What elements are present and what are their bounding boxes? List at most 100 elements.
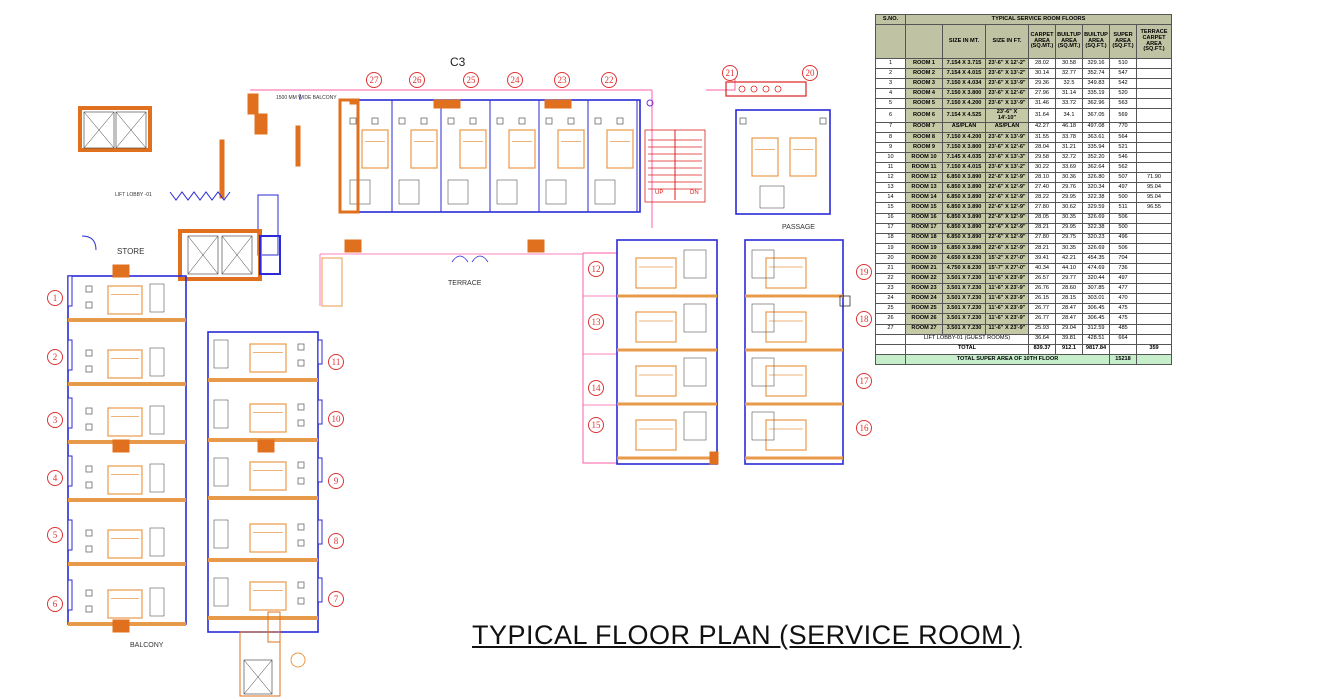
table-cell: ROOM 11	[905, 162, 943, 174]
table-cell: 15	[875, 202, 906, 214]
chair-icon	[447, 117, 455, 125]
room-number-marker: 10	[328, 411, 344, 427]
table-cell: 30.14	[1028, 68, 1056, 80]
chair-icon	[85, 365, 93, 373]
table-cell: 326.69	[1082, 242, 1110, 254]
table-cell: 428.51	[1082, 333, 1110, 345]
sno-header: S.NO.	[875, 14, 906, 25]
table-cell: 326.80	[1082, 172, 1110, 184]
chair-icon	[371, 117, 379, 125]
table-cell: ROOM 20	[905, 252, 943, 264]
table-cell: 23'-6" X 13'-3"	[985, 151, 1029, 164]
table-cell: 13	[875, 182, 906, 194]
table-cell: 15'-7" X 27'-0"	[985, 262, 1029, 275]
room-number-marker: 20	[802, 65, 818, 81]
lift-shaft	[221, 235, 253, 275]
fixture-icon	[646, 99, 654, 107]
table-cell: 25.93	[1028, 323, 1056, 335]
table-cell: 322.38	[1082, 192, 1110, 204]
table-cell: 9817.84	[1082, 343, 1110, 355]
table-cell: 22'-6" X 12'-9"	[985, 182, 1029, 194]
wardrobe	[149, 347, 165, 377]
table-cell: 547	[1109, 68, 1137, 80]
table-cell: 770	[1109, 121, 1137, 133]
table-cell: 23'-6" X 14'-10"	[985, 108, 1029, 123]
table-cell: ROOM 25	[905, 303, 943, 315]
stair-up-label: UP	[655, 190, 664, 196]
chair-icon	[297, 539, 305, 547]
lift-shaft	[115, 111, 147, 149]
stair-dn-label: DN	[690, 190, 699, 196]
table-cell: 664	[1109, 333, 1137, 345]
table-cell: 22'-6" X 12'-9"	[985, 212, 1029, 224]
right-left-block	[616, 239, 718, 465]
chair-icon	[398, 117, 406, 125]
bed-icon	[249, 461, 287, 491]
table-cell: 4.650 X 8.230	[942, 252, 986, 264]
stair-box	[259, 235, 281, 275]
toilet	[751, 411, 775, 441]
table-cell: 511	[1109, 202, 1137, 214]
chair-icon	[85, 589, 93, 597]
table-cell: 542	[1109, 78, 1137, 90]
window	[67, 397, 73, 429]
table-cell: 39.41	[1028, 252, 1056, 264]
chair-icon	[85, 301, 93, 309]
chair-icon	[594, 117, 602, 125]
balcony-wide-label: 1500 MM WIDE BALCONY	[276, 95, 337, 101]
table-cell	[1136, 212, 1172, 224]
table-cell: 29.76	[1055, 182, 1083, 194]
toilet	[683, 357, 707, 387]
table-cell: 6.850 X 3.890	[942, 192, 986, 204]
balcony-line	[250, 70, 736, 228]
table-cell: ROOM 4	[905, 88, 943, 100]
window	[67, 519, 73, 551]
table-cell	[1136, 78, 1172, 90]
terrace-line	[319, 253, 583, 306]
table-cell: 912.1	[1055, 343, 1083, 355]
table-cell: 26.77	[1028, 303, 1056, 315]
table-icon	[290, 652, 306, 668]
toilet	[545, 179, 567, 205]
room-number-marker: 2	[47, 349, 63, 365]
table-cell: 27.96	[1028, 88, 1056, 100]
room-number-marker: 18	[856, 311, 872, 327]
room-number-marker: 15	[588, 417, 604, 433]
table-cell: 32.5	[1055, 78, 1083, 90]
bed-icon	[765, 365, 807, 397]
table-cell: 27.80	[1028, 202, 1056, 214]
table-cell: ROOM 19	[905, 242, 943, 254]
lift-shaft	[83, 111, 115, 149]
table-cell: 454.35	[1082, 252, 1110, 264]
wardrobe	[149, 283, 165, 313]
table-cell: 496	[1109, 232, 1137, 244]
room-number-marker: 26	[409, 72, 425, 88]
room-number-marker: 3	[47, 412, 63, 428]
window	[317, 457, 323, 483]
room-number-marker: 5	[47, 527, 63, 543]
table-cell	[1136, 313, 1172, 325]
table-cell: 44.10	[1055, 262, 1083, 275]
table-cell: ROOM 26	[905, 313, 943, 325]
table-cell: 23'-6" X 13'-2"	[985, 68, 1029, 80]
table-cell: 497.08	[1082, 121, 1110, 133]
table-cell	[1136, 98, 1172, 110]
toilet	[683, 249, 707, 279]
table-cell: ROOM 7	[905, 121, 943, 133]
table-cell: 4.750 X 8.230	[942, 262, 986, 275]
table-cell: 26.57	[1028, 273, 1056, 285]
table-cell: 23'-6" X 12'-2"	[985, 57, 1029, 70]
chair-icon	[349, 117, 357, 125]
table-cell: 71.90	[1136, 172, 1172, 184]
table-cell: 367.05	[1082, 108, 1110, 123]
block-label: C3	[450, 55, 466, 69]
bed-icon	[635, 257, 677, 289]
table-cell: 42.27	[1028, 121, 1056, 133]
lift-shaft	[83, 111, 115, 149]
